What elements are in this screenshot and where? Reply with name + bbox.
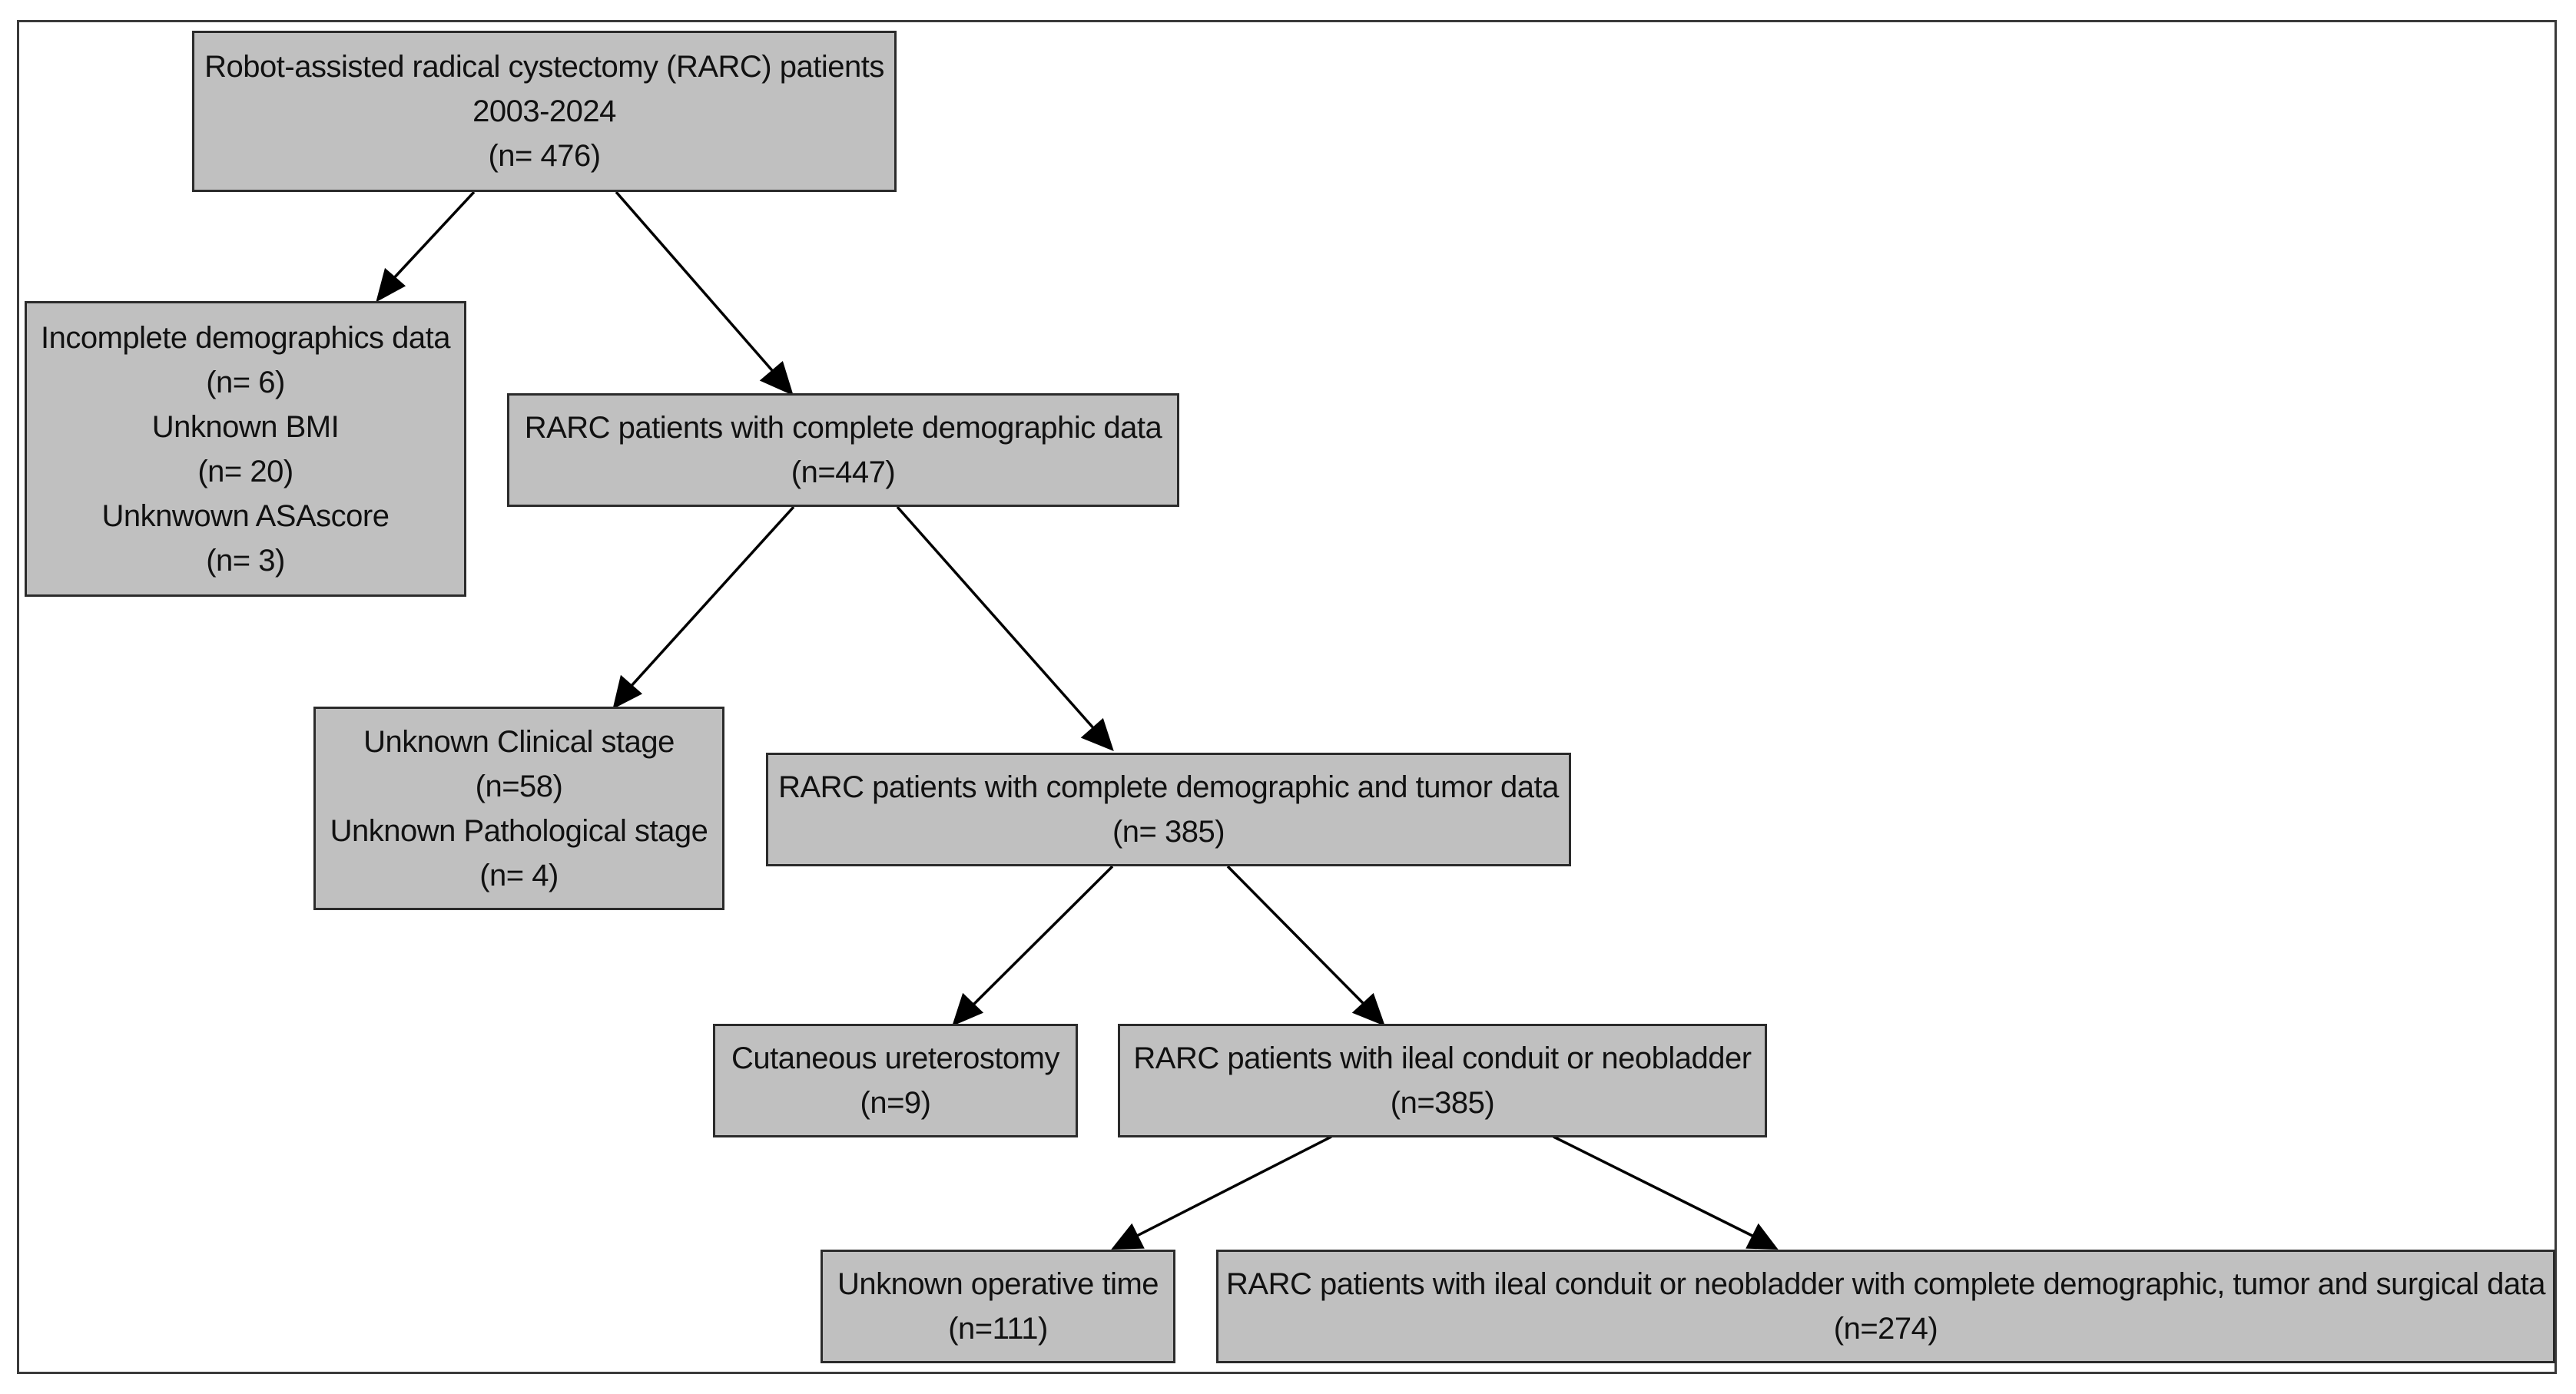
node-text-line: Unknwown ASAscore bbox=[101, 498, 390, 533]
node-text-line: (n=274) bbox=[1833, 1312, 1938, 1346]
node-excluded-unknown-stage: Unknown Clinical stage (n=58) Unknown Pa… bbox=[313, 707, 724, 910]
node-excluded-unknown-operative-time: Unknown operative time (n=111) bbox=[821, 1250, 1175, 1363]
arrow-tumor-to-cutaneous bbox=[970, 865, 1114, 1008]
node-text-line: (n=58) bbox=[475, 769, 563, 803]
arrow-conduit-to-final bbox=[1553, 1135, 1755, 1238]
diagram-frame bbox=[17, 20, 2557, 1374]
node-text-line: 2003-2024 bbox=[472, 94, 616, 128]
node-rarc-patients-total: Robot-assisted radical cystectomy (RARC)… bbox=[192, 31, 897, 192]
node-text-line: Unknown Pathological stage bbox=[330, 813, 708, 848]
node-text-line: (n=385) bbox=[1390, 1086, 1495, 1120]
arrowhead-root-to-complete-demographic bbox=[759, 360, 794, 396]
node-text-line: RARC patients with ileal conduit or neob… bbox=[1226, 1267, 2545, 1301]
node-text-line: (n= 20) bbox=[197, 454, 293, 488]
arrow-root-to-complete-demographic bbox=[615, 190, 777, 376]
node-text-line: (n=9) bbox=[860, 1086, 932, 1120]
node-final-cohort: RARC patients with ileal conduit or neob… bbox=[1216, 1250, 2555, 1363]
node-text-line: RARC patients with complete demographic … bbox=[778, 770, 1559, 804]
arrowhead-tumor-to-conduit bbox=[1351, 992, 1385, 1027]
node-text-line: (n=447) bbox=[791, 455, 896, 489]
node-complete-demographic-tumor: RARC patients with complete demographic … bbox=[766, 753, 1571, 866]
arrowhead-tumor-to-cutaneous bbox=[952, 992, 984, 1027]
node-excluded-cutaneous-ureterostomy: Cutaneous ureterostomy (n=9) bbox=[713, 1024, 1078, 1137]
arrowhead-conduit-to-unknown-operative bbox=[1111, 1223, 1145, 1250]
arrowhead-conduit-to-final bbox=[1746, 1223, 1779, 1250]
node-excluded-incomplete-demographics: Incomplete demographics data (n= 6) Unkn… bbox=[25, 301, 466, 597]
arrowhead-demographic-to-unknown-stage bbox=[612, 674, 643, 710]
node-text-line: (n= 3) bbox=[206, 543, 285, 578]
node-text-line: Unknown Clinical stage bbox=[363, 724, 675, 759]
arrow-demographic-to-unknown-stage bbox=[628, 505, 795, 689]
node-text-line: (n= 6) bbox=[206, 365, 285, 399]
arrow-conduit-to-unknown-operative bbox=[1135, 1135, 1332, 1238]
node-text-line: RARC patients with ileal conduit or neob… bbox=[1133, 1041, 1752, 1075]
node-text-line: Cutaneous ureterostomy bbox=[731, 1041, 1060, 1075]
arrowhead-root-to-incomplete-demographics bbox=[376, 267, 406, 303]
node-text-line: Incomplete demographics data bbox=[41, 320, 451, 355]
node-text-line: (n= 4) bbox=[479, 858, 559, 892]
arrowhead-demographic-to-tumor-data bbox=[1080, 717, 1114, 752]
node-text-line: (n= 476) bbox=[488, 139, 601, 173]
node-text-line: Unknown BMI bbox=[151, 409, 340, 444]
arrow-demographic-to-tumor-data bbox=[896, 505, 1096, 731]
node-text-line: (n=111) bbox=[948, 1312, 1048, 1346]
node-text-line: (n= 385) bbox=[1112, 815, 1225, 849]
node-ileal-conduit-neobladder: RARC patients with ileal conduit or neob… bbox=[1118, 1024, 1767, 1137]
node-text-line: Robot-assisted radical cystectomy (RARC)… bbox=[204, 50, 884, 84]
node-text-line: RARC patients with complete demographic … bbox=[524, 411, 1162, 445]
arrow-root-to-incomplete-demographics bbox=[390, 190, 476, 282]
node-text-line: Unknown operative time bbox=[837, 1267, 1159, 1301]
arrow-tumor-to-conduit bbox=[1226, 865, 1368, 1008]
node-complete-demographic: RARC patients with complete demographic … bbox=[507, 393, 1179, 507]
